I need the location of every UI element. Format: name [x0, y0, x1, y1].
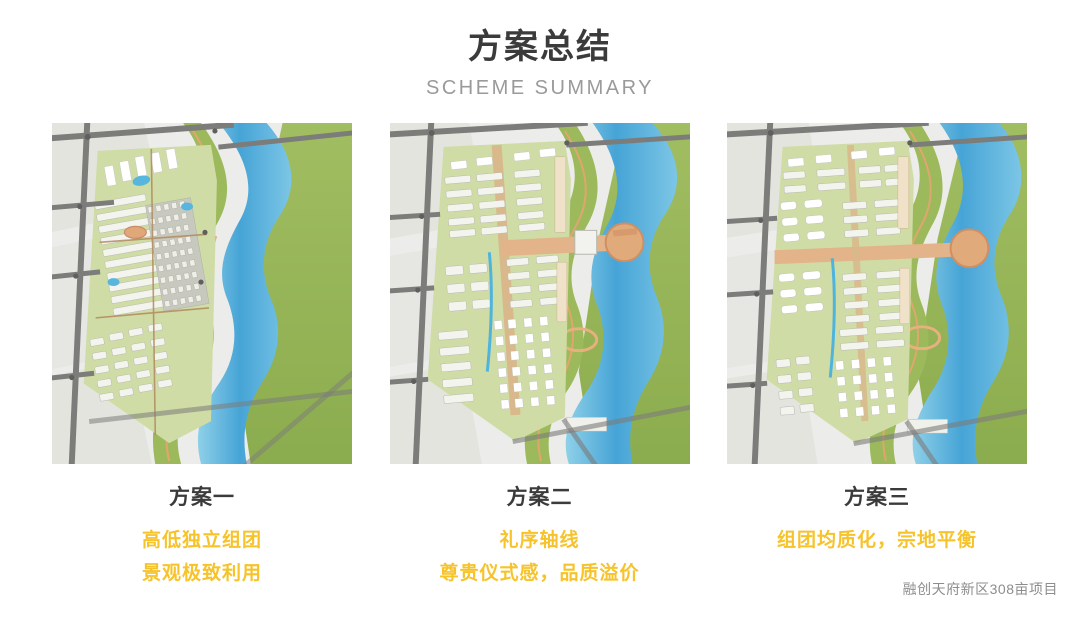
scheme-title-3: 方案三	[844, 486, 910, 509]
scheme-highlights-2: 礼序轴线 尊贵仪式感，品质溢价	[439, 525, 639, 590]
masterplan-drawing-3	[727, 123, 1027, 464]
scheme-title-1: 方案一	[169, 486, 235, 509]
page-title: 方案总结	[468, 28, 612, 66]
site-plan-image-2[interactable]	[388, 122, 691, 465]
scheme-column-3: 方案三 组团均质化，宗地平衡	[726, 122, 1028, 590]
page-subtitle: SCHEME SUMMARY	[426, 77, 654, 100]
scheme-column-2: 方案二 礼序轴线 尊贵仪式感，品质溢价	[388, 122, 691, 590]
scheme-column-1: 方案一 高低独立组团 景观极致利用	[51, 122, 353, 590]
masterplan-drawing-1	[52, 123, 352, 464]
site-plan-image-3[interactable]	[726, 122, 1028, 465]
masterplan-drawing-2	[389, 123, 690, 464]
site-plan-image-1[interactable]	[51, 122, 353, 465]
scheme-highlight-line: 高低独立组团	[141, 530, 262, 551]
scheme-highlights-3: 组团均质化，宗地平衡	[777, 525, 977, 558]
slide-header: 方案总结 SCHEME SUMMARY	[0, 0, 1080, 100]
scheme-highlight-line: 景观极致利用	[141, 562, 262, 584]
scheme-title-2: 方案二	[506, 486, 573, 509]
project-footer: 融创天府新区308亩项目	[902, 581, 1058, 597]
scheme-comparison-row: 方案一 高低独立组团 景观极致利用	[51, 122, 1028, 590]
scheme-highlight-line: 尊贵仪式感，品质溢价	[439, 562, 640, 584]
scheme-highlight-line: 组团均质化，宗地平衡	[776, 530, 977, 551]
scheme-highlights-1: 高低独立组团 景观极致利用	[142, 525, 262, 590]
scheme-highlight-line: 礼序轴线	[499, 530, 580, 551]
